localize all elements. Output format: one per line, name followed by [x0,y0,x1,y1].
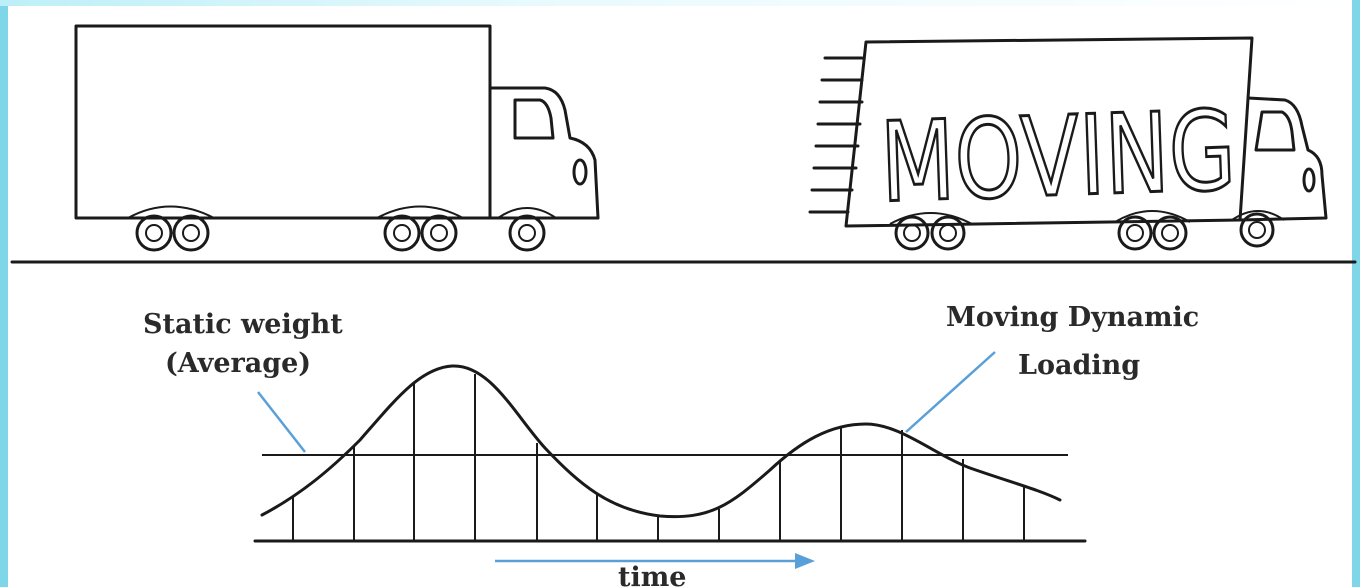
moving-truck-window [1254,110,1296,152]
time-arrow [495,553,815,569]
static-truck-headlight [572,158,588,186]
static-truck-cab [488,86,600,220]
dynamic-load-curve [260,364,1062,519]
static-truck-window [513,98,555,140]
static-truck-wheels [135,214,546,252]
load-sample-lines [292,374,1025,541]
left-frame-border [0,0,8,587]
time-label: time [618,562,686,587]
speed-lines [808,56,864,214]
right-frame-border [1352,0,1360,587]
moving-truck: MOVING [808,36,1328,251]
static-truck [74,24,600,252]
dynamic-load-callout-line [905,351,996,433]
static-weight-callout-line [257,391,306,453]
moving-truck-cab [1238,96,1328,222]
static-weight-average-label: (Average) [165,348,311,379]
moving-truck-wheels [894,212,1275,251]
static-truck-cargo-box [74,24,492,220]
loading-label: Loading [1018,350,1140,381]
load-graph [253,364,1087,569]
moving-truck-headlight [1302,167,1316,193]
moving-lettering: MOVING [878,87,1237,227]
top-frame-border [0,0,1360,6]
static-weight-label: Static weight [143,309,343,340]
moving-dynamic-label: Moving Dynamic [946,302,1199,333]
